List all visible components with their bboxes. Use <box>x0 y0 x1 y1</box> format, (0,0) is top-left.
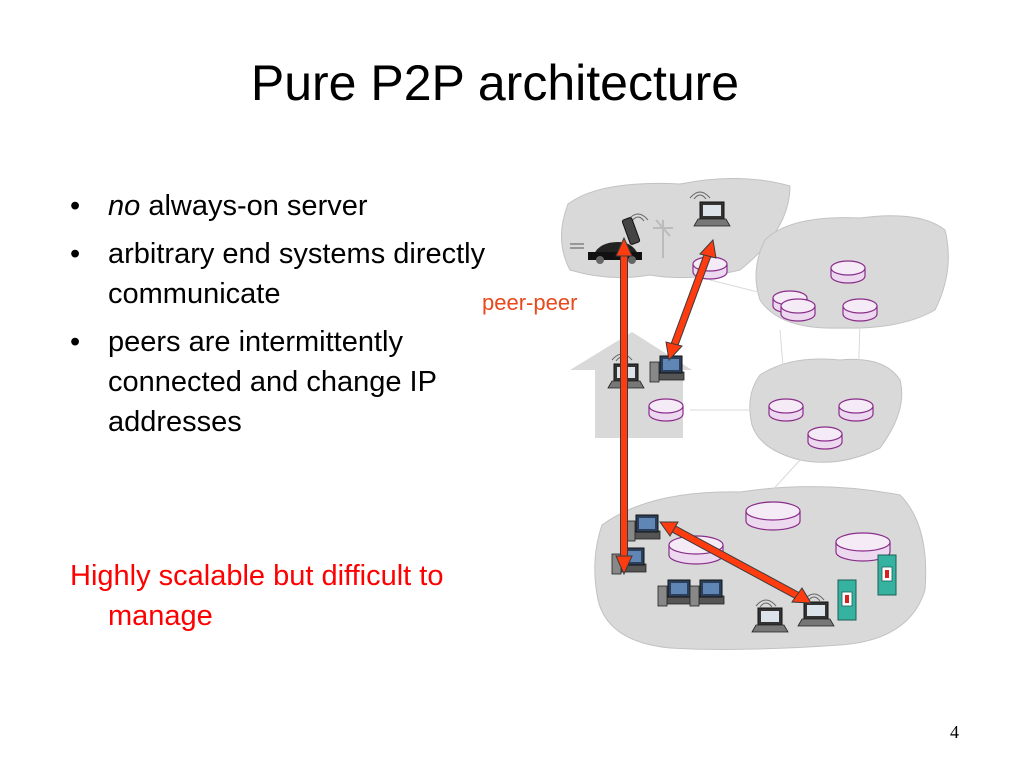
cellphone-icon <box>621 217 641 245</box>
peer-peer-arrows <box>615 236 812 604</box>
bullet-item: • no always-on server <box>70 186 490 226</box>
arrow-phone-to-enterprise-pc <box>615 236 633 576</box>
server-rack-icon <box>877 554 897 596</box>
router-icon <box>768 398 804 422</box>
arrow-laptop-to-home-pc <box>665 238 717 362</box>
router-icon <box>842 298 878 322</box>
bullet-text: arbitrary end systems directly communica… <box>108 238 486 310</box>
network-diagram <box>560 177 949 650</box>
arrow-enterprise-pc-to-laptop <box>659 521 812 604</box>
router-icon <box>830 260 866 284</box>
bullet-emphasis: no <box>108 190 141 222</box>
slide-title: Pure P2P architecture <box>250 55 740 111</box>
bullet-item: • peers are intermittently connected and… <box>70 322 490 442</box>
bullet-text: peers are intermittently connected and c… <box>108 326 437 438</box>
router-icon <box>648 398 684 422</box>
bullet-dot-icon: • <box>70 326 81 358</box>
peer-peer-label: peer-peer <box>482 290 578 315</box>
bullet-text: always-on server <box>140 190 368 222</box>
router-icon <box>780 298 816 322</box>
cell-tower-icon <box>653 219 673 258</box>
bullet-list: • no always-on server • arbitrary end sy… <box>70 186 490 450</box>
bullet-dot-icon: • <box>70 190 81 222</box>
router-icon <box>807 426 843 450</box>
router-icon <box>838 398 874 422</box>
bullet-item: • arbitrary end systems directly communi… <box>70 234 490 314</box>
server-rack-icon <box>837 579 857 621</box>
wireless-network-cloud <box>560 177 791 279</box>
page-number: 4 <box>950 722 959 742</box>
router-icon <box>745 501 801 531</box>
isp-network-cloud-middle <box>749 358 903 463</box>
scalability-note: Highly scalable but difficult to manage <box>70 560 444 632</box>
bullet-dot-icon: • <box>70 238 81 270</box>
